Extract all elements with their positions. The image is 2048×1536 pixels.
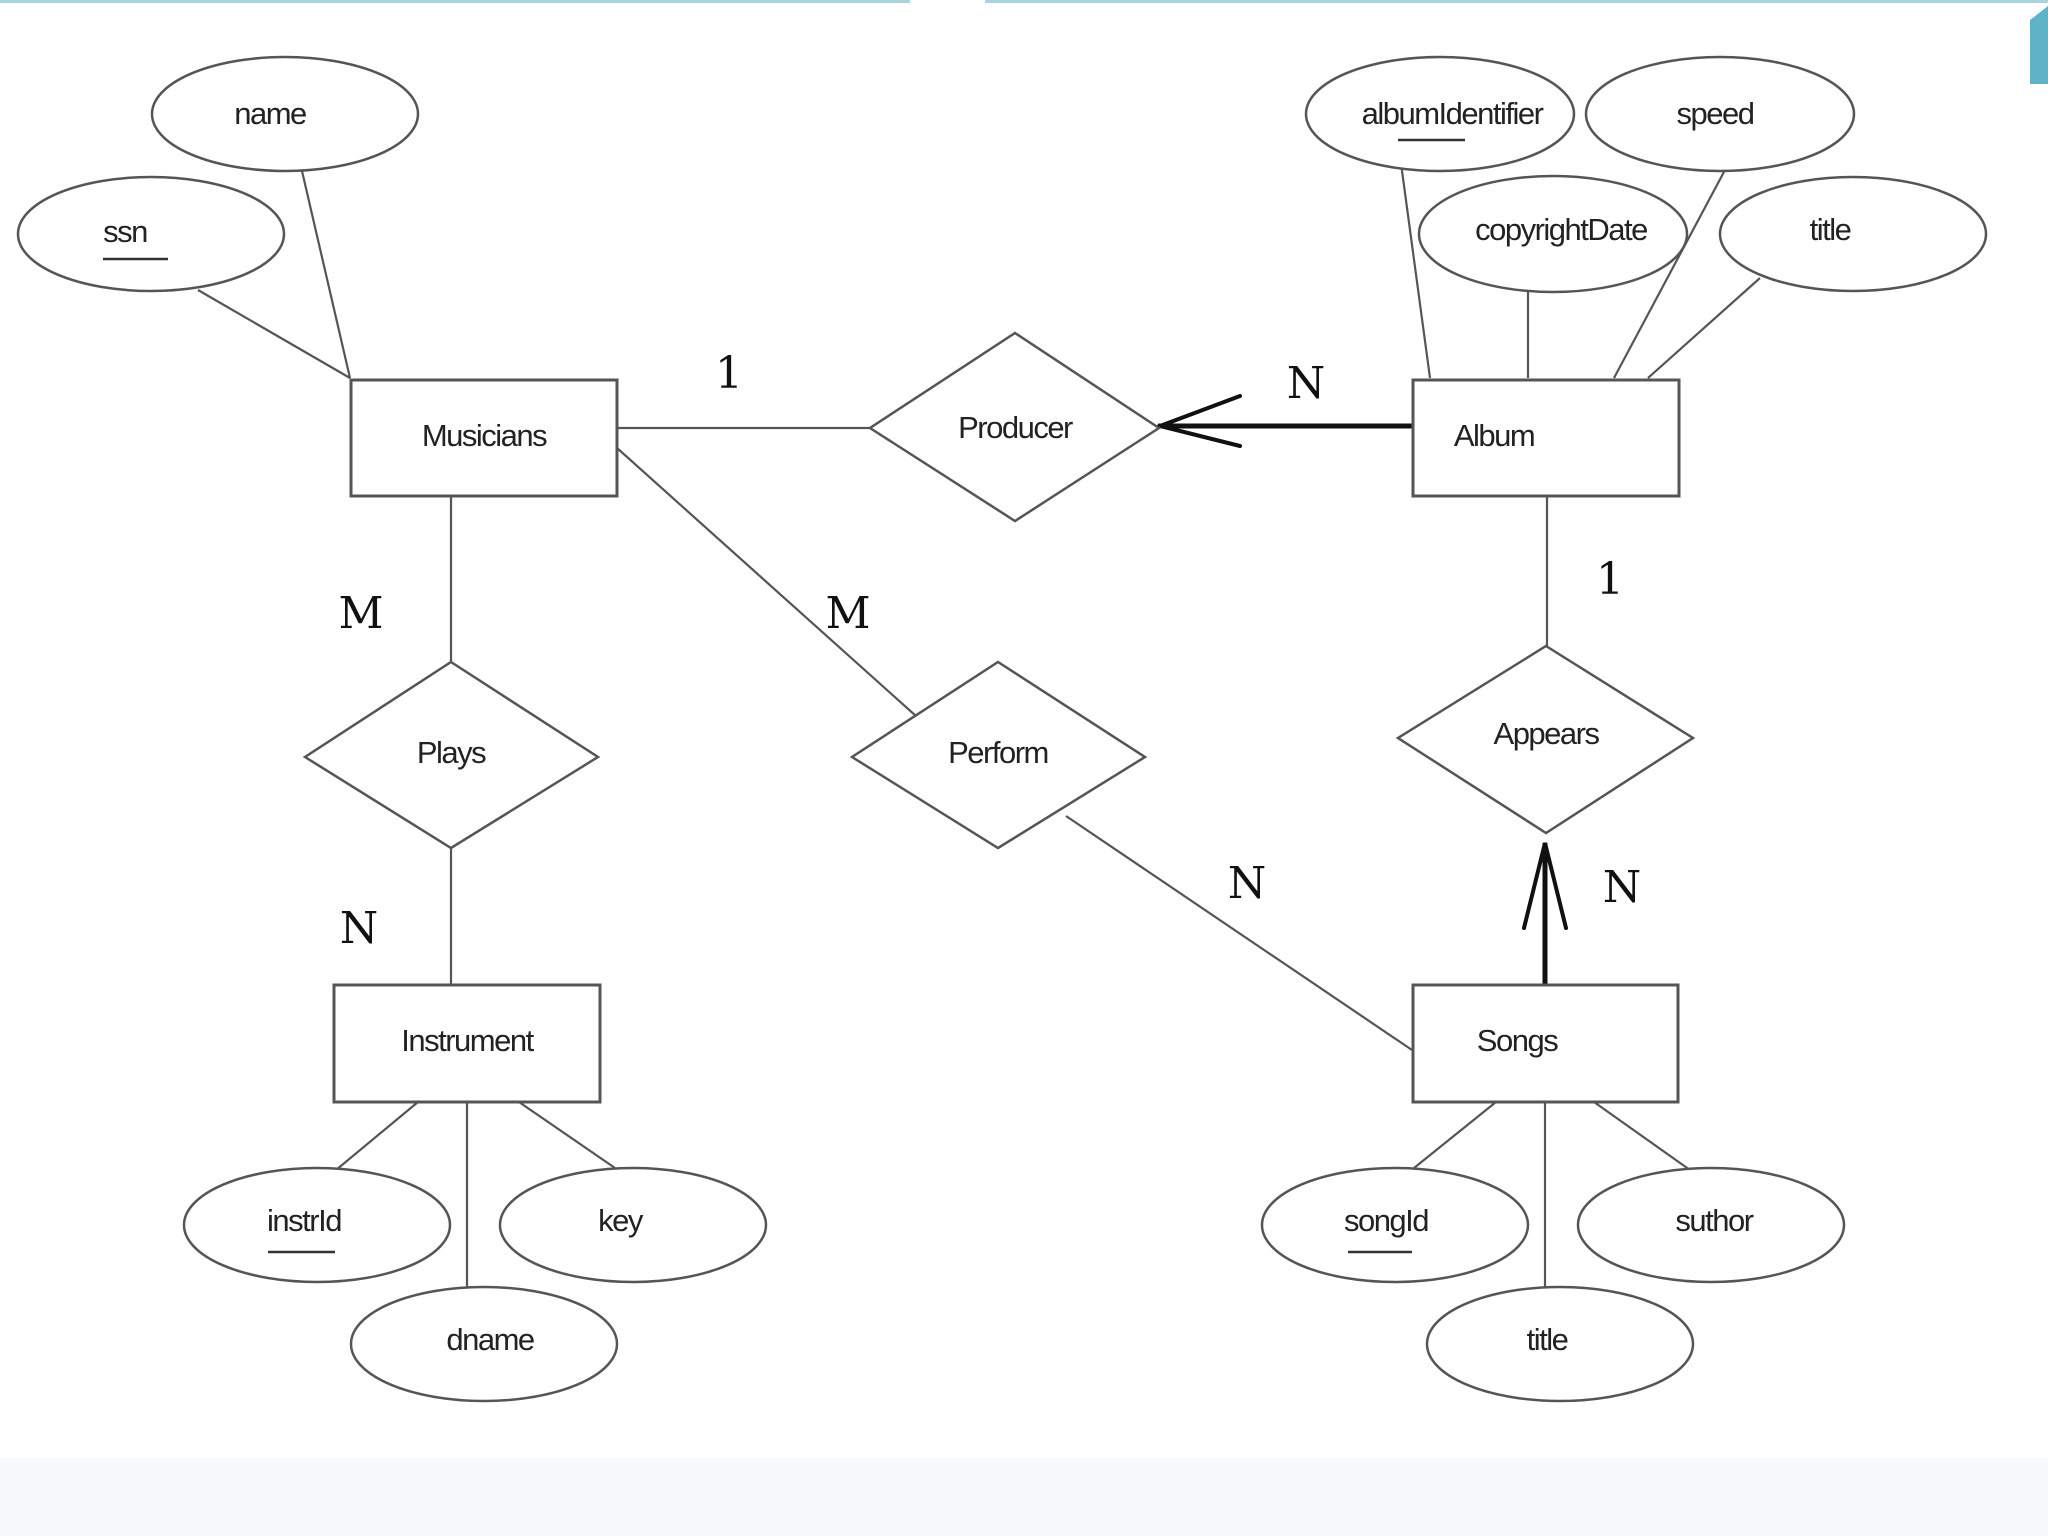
attribute-musicians-ssn-label: ssn <box>103 214 147 249</box>
relationship-appears[interactable]: Appears <box>1395 644 1696 835</box>
cardinality-perform-musicians: M <box>825 588 870 639</box>
relationship-appears-label: Appears <box>1494 716 1600 751</box>
entity-songs-label: Songs <box>1477 1023 1558 1058</box>
attribute-musicians-name-label: name <box>234 96 306 131</box>
attribute-instrument-id-label: instrId <box>267 1203 341 1238</box>
attribute-musicians-ssn[interactable]: ssn <box>16 175 286 293</box>
attribute-songs-author-label: suthor <box>1675 1203 1753 1238</box>
cardinality-plays-instrument: N <box>340 903 379 954</box>
entity-album-label: Album <box>1454 418 1534 453</box>
attribute-instrument-dname-label: dname <box>446 1322 534 1357</box>
relationship-perform[interactable]: Perform <box>849 660 1148 850</box>
edges <box>197 155 1761 1289</box>
cardinality-perform-songs: N <box>1228 858 1267 909</box>
attribute-album-copyright-label: copyrightDate <box>1475 212 1647 247</box>
edge-musicians-ssn <box>197 289 351 379</box>
attribute-songs-id[interactable]: songId <box>1260 1166 1530 1284</box>
relationship-plays[interactable]: Plays <box>302 660 601 850</box>
edge-perform-songs <box>1065 815 1413 1051</box>
relationship-producer[interactable]: Producer <box>867 331 1162 523</box>
edge-instrument-key <box>518 1101 616 1169</box>
entity-musicians-label: Musicians <box>422 418 547 453</box>
attribute-instrument-dname[interactable]: dname <box>349 1285 619 1403</box>
cardinality-appears-album: 1 <box>1596 554 1624 605</box>
edge-songs-author <box>1593 1101 1691 1171</box>
relationship-perform-label: Perform <box>948 735 1048 770</box>
attribute-album-title-label: title <box>1810 212 1851 247</box>
entity-songs[interactable]: Songs <box>1411 983 1680 1104</box>
attribute-instrument-key[interactable]: key <box>498 1166 768 1284</box>
attribute-album-identifier[interactable]: albumIdentifier <box>1304 55 1576 173</box>
attribute-album-speed[interactable]: speed <box>1584 55 1856 173</box>
edge-musicians-perform <box>616 447 917 717</box>
edge-album-speed <box>1613 169 1726 379</box>
entity-musicians[interactable]: Musicians <box>349 378 619 498</box>
cardinality-appears-songs: N <box>1603 862 1642 913</box>
attribute-songs-author[interactable]: suthor <box>1576 1166 1846 1284</box>
cardinality-labels: 1 N M N M N 1 N <box>338 348 1641 954</box>
relationship-producer-label: Producer <box>958 410 1073 445</box>
corner-accent <box>2030 6 2048 84</box>
top-band-left <box>0 0 910 3</box>
edge-instrument-id <box>335 1101 419 1171</box>
attribute-album-speed-label: speed <box>1677 96 1754 131</box>
arrowheads <box>1153 394 1568 930</box>
entity-album[interactable]: Album <box>1411 378 1681 498</box>
cardinality-producer-album: N <box>1287 358 1326 409</box>
cardinality-producer-musicians: 1 <box>715 348 743 399</box>
attribute-instrument-id[interactable]: instrId <box>182 1166 452 1284</box>
attribute-instrument-key-label: key <box>598 1203 644 1238</box>
attribute-album-copyright[interactable]: copyrightDate <box>1417 174 1689 294</box>
entity-instrument[interactable]: Instrument <box>332 983 602 1104</box>
attribute-album-title[interactable]: title <box>1718 175 1988 293</box>
top-band-right <box>985 0 2048 3</box>
entity-instrument-label: Instrument <box>401 1023 534 1058</box>
bottom-band <box>0 1458 2048 1536</box>
cardinality-plays-musicians: M <box>338 588 383 639</box>
arrowhead-producer <box>1153 394 1242 448</box>
attribute-songs-title-label: title <box>1527 1322 1568 1357</box>
attribute-album-identifier-label: albumIdentifier <box>1362 96 1544 131</box>
relationship-plays-label: Plays <box>417 735 486 770</box>
arrowhead-appears <box>1522 842 1568 930</box>
attribute-songs-title[interactable]: title <box>1425 1285 1695 1403</box>
edge-musicians-name <box>300 170 352 379</box>
attribute-songs-id-label: songId <box>1344 1203 1428 1238</box>
edge-songs-id <box>1413 1101 1497 1169</box>
edge-album-identifier <box>1398 155 1432 379</box>
edge-album-title <box>1647 277 1761 379</box>
attribute-musicians-name[interactable]: name <box>150 55 420 173</box>
